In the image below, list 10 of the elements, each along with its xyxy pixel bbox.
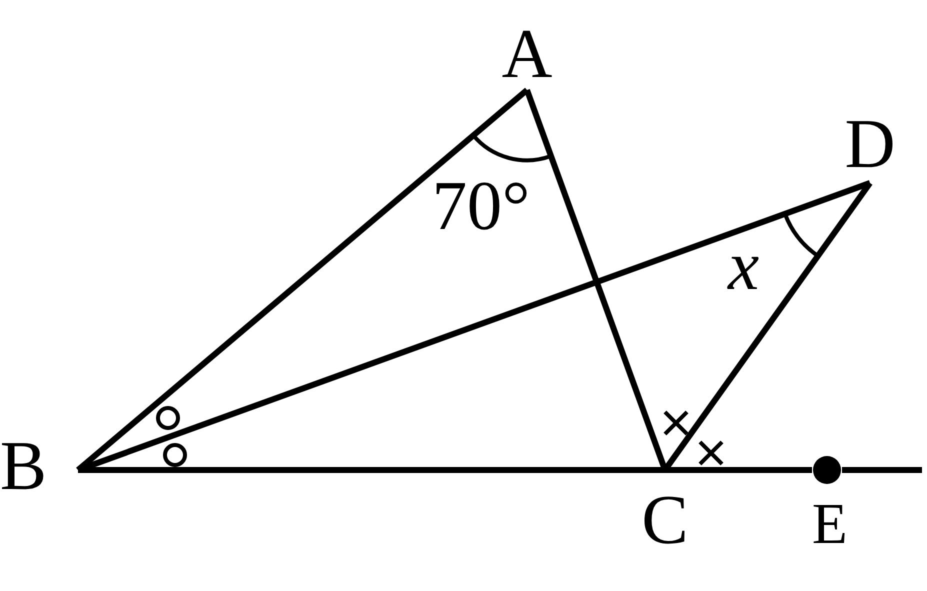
point-label: D xyxy=(833,110,907,185)
point-label: C xyxy=(630,468,700,556)
line-segment xyxy=(842,467,922,473)
line-segment xyxy=(78,467,665,473)
line-segment xyxy=(665,467,812,473)
angle-label: x xyxy=(728,232,760,302)
point-label: E xyxy=(812,495,842,553)
point-label: A xyxy=(492,20,562,92)
point-label: B xyxy=(0,432,78,508)
angle-label: 70° xyxy=(432,172,530,242)
